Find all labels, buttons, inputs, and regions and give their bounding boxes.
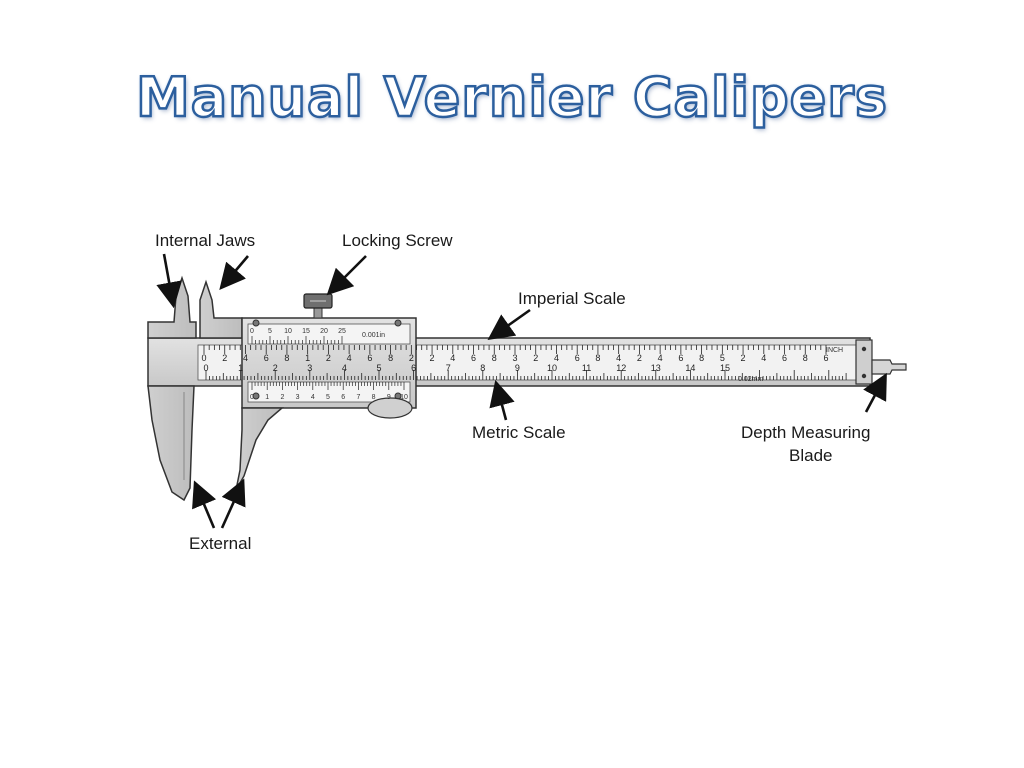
external-label: External	[189, 534, 251, 553]
depth-label-line1: Depth Measuring	[741, 423, 870, 442]
imperial-number: 2	[430, 353, 435, 363]
imperial-number: 6	[823, 353, 828, 363]
vernier-bottom-number: 3	[296, 394, 300, 401]
metric-number: 2	[273, 363, 278, 373]
vernier-bottom-number: 1	[265, 394, 269, 401]
metric-number: 1	[238, 363, 243, 373]
fixed-jaws	[147, 275, 197, 502]
imperial-scale-arrow	[487, 308, 531, 340]
imperial-number: 5	[720, 353, 725, 363]
imperial-number: 2	[222, 353, 227, 363]
slide-title: Manual Vernier Calipers	[135, 65, 889, 131]
imperial-number: 8	[595, 353, 600, 363]
imperial-number: 4	[616, 353, 621, 363]
imperial-number: 4	[450, 353, 455, 363]
imperial-number: 0	[201, 353, 206, 363]
mm-unit-label: 0.02mm	[738, 376, 763, 383]
external-arrow-left	[192, 480, 217, 529]
metric-number: 9	[515, 363, 520, 373]
imperial-number: 1	[305, 353, 310, 363]
imperial-number: 6	[264, 353, 269, 363]
metric-number: 15	[720, 363, 730, 373]
imperial-number: 6	[367, 353, 372, 363]
metric-scale-arrow	[489, 379, 515, 421]
depth-blade-arrow	[863, 372, 887, 413]
imperial-number: 4	[761, 353, 766, 363]
vernier-bottom-number: 0	[250, 394, 254, 401]
vernier-bottom-number: 4	[311, 394, 315, 401]
metric-number: 6	[411, 363, 416, 373]
imperial-number: 8	[284, 353, 289, 363]
vernier-top-number: 10	[284, 328, 292, 335]
imperial-number: 2	[409, 353, 414, 363]
vernier-bottom-number: 5	[326, 394, 330, 401]
metric-number: 13	[651, 363, 661, 373]
imperial-number: 2	[741, 353, 746, 363]
metric-number: 14	[685, 363, 695, 373]
imperial-number: 6	[678, 353, 683, 363]
vernier-top-number: 20	[320, 328, 328, 335]
metric-number: 11	[582, 363, 591, 373]
depth-blade	[871, 359, 907, 375]
metric-number: 8	[480, 363, 485, 373]
scale-ticks	[203, 336, 847, 390]
imperial-number: 8	[388, 353, 393, 363]
imperial-number: 4	[554, 353, 559, 363]
locking-screw-arrow	[326, 255, 367, 296]
metric-number: 4	[342, 363, 347, 373]
vernier-top-number: 15	[302, 328, 310, 335]
imperial-number: 4	[658, 353, 663, 363]
imperial-number: 2	[533, 353, 538, 363]
metric-number: 5	[376, 363, 381, 373]
metric-number: 0	[203, 363, 208, 373]
metric-number: 7	[446, 363, 451, 373]
internal-jaws-arrow-right	[219, 255, 249, 290]
imperial-number: 8	[803, 353, 808, 363]
vernier-top-number: 5	[268, 328, 272, 335]
imperial-number: 6	[471, 353, 476, 363]
imperial-number: 3	[512, 353, 517, 363]
internal-jaws-arrow-left	[156, 253, 182, 309]
vernier-top-number: 0	[250, 328, 254, 335]
internal-jaws-label: Internal Jaws	[155, 231, 255, 250]
imperial-number: 2	[637, 353, 642, 363]
metric-scale-label: Metric Scale	[472, 423, 566, 442]
locking-screw-label: Locking Screw	[342, 231, 453, 250]
imperial-number: 2	[326, 353, 331, 363]
depth-label-line2: Blade	[789, 446, 832, 465]
vernier-bottom-number: 10	[400, 394, 408, 401]
metric-number: 3	[307, 363, 312, 373]
external-arrow-right	[220, 478, 246, 529]
sliding-jaw	[199, 279, 417, 491]
vernier-bottom-number: 6	[341, 394, 345, 401]
imperial-number: 8	[699, 353, 704, 363]
imperial-number: 8	[492, 353, 497, 363]
imperial-scale-label: Imperial Scale	[518, 289, 626, 308]
vernier-bottom-number: 2	[280, 394, 284, 401]
metric-number: 10	[547, 363, 557, 373]
metric-number: 12	[616, 363, 626, 373]
imperial-number: 6	[782, 353, 787, 363]
imperial-number: 6	[575, 353, 580, 363]
imperial-number: 4	[243, 353, 248, 363]
vernier-top-number: 25	[338, 328, 346, 335]
inch-unit-label: INCH	[826, 347, 843, 354]
vernier-bottom-number: 7	[356, 394, 360, 401]
vernier-reading-label: 0.001in	[362, 332, 385, 339]
vernier-bottom-number: 9	[387, 394, 391, 401]
imperial-number: 4	[347, 353, 352, 363]
callout-arrows	[156, 253, 887, 529]
vernier-bottom-number: 8	[372, 394, 376, 401]
